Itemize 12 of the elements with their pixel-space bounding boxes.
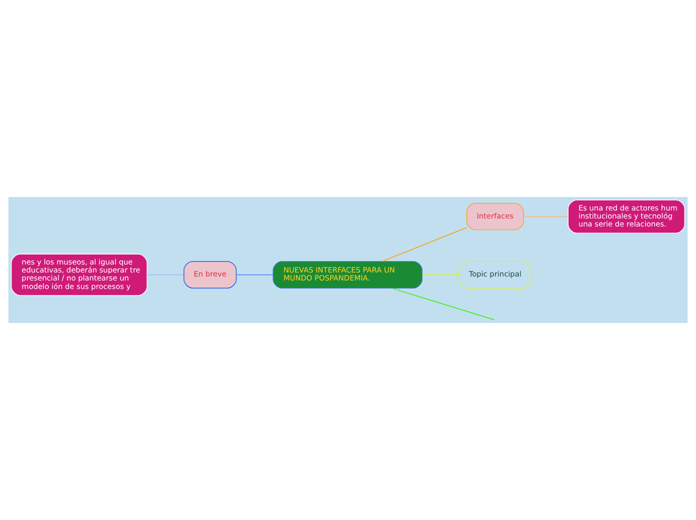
connector	[523, 216, 568, 217]
node-box: NUEVAS INTERFACES PARA UN MUNDO POSPANDEMIA.	[272, 261, 422, 288]
node-box: Interfaces	[466, 202, 524, 230]
connector	[146, 274, 184, 276]
connector	[391, 288, 495, 320]
node-box: Topic principal	[458, 261, 532, 288]
connector	[381, 227, 468, 262]
node-box: En breve	[184, 261, 237, 288]
connector	[422, 274, 460, 276]
node-box: Es una red de actores hum institucionales y tecnológ una serie de relaciones.	[568, 200, 686, 234]
connector	[236, 274, 274, 276]
node-box: nes y los museos, al igual que educativas, deberán superar tre presencial / no plantearse un modelo ión de sus procesos y	[10, 254, 148, 296]
